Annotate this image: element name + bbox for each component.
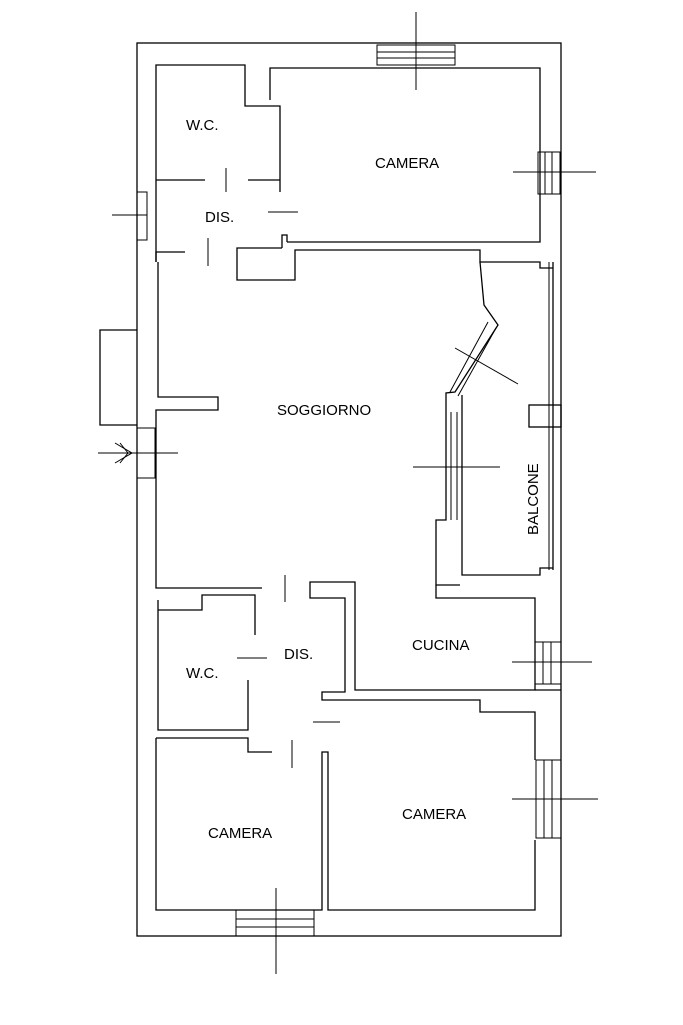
window-bottom (235, 888, 315, 974)
room-label-wc-top: W.C. (186, 117, 219, 134)
window-right-lower (512, 759, 598, 839)
window-right-upper (513, 151, 596, 195)
room-label-cucina: CUCINA (412, 637, 470, 654)
lower-walls (155, 575, 561, 911)
room-label-camera-bottom-left: CAMERA (208, 825, 272, 842)
living-left-walls (155, 262, 262, 589)
window-kitchen (512, 641, 592, 685)
room-label-camera-top: CAMERA (375, 155, 439, 172)
room-label-wc-bottom: W.C. (186, 665, 219, 682)
outer-walls (99, 42, 562, 937)
room-label-dis-top: DIS. (205, 209, 234, 226)
window-top (376, 12, 456, 90)
room-label-camera-bottom-right: CAMERA (402, 806, 466, 823)
window-left-upper (112, 191, 148, 241)
room-label-dis-bottom: DIS. (284, 646, 313, 663)
room-label-soggiorno: SOGGIORNO (277, 402, 371, 419)
entrance-door (98, 427, 178, 479)
upper-walls (155, 64, 553, 281)
room-label-balcone: BALCONE (525, 463, 542, 535)
balcony-walls (435, 261, 562, 586)
